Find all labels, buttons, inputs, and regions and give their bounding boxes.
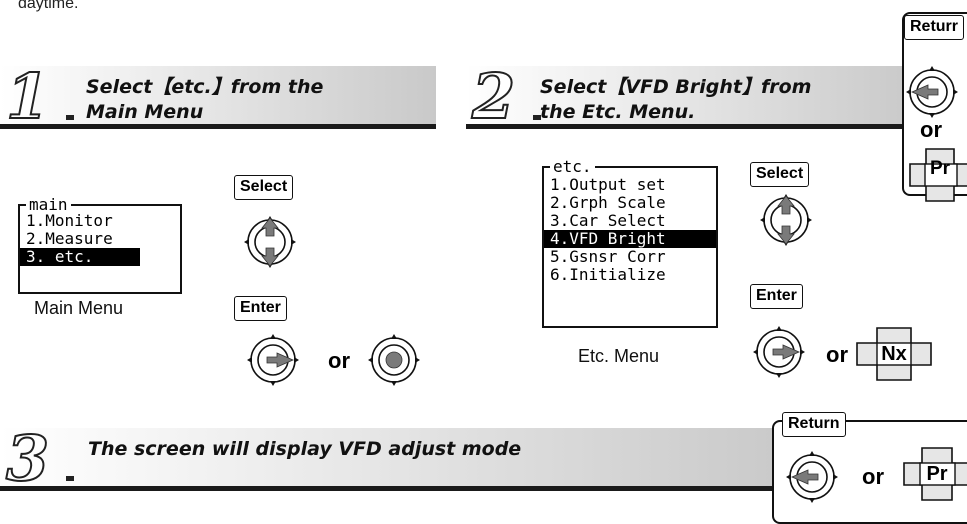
etc-menu-item-gsensor-corr[interactable]: 5.Gsnsr Corr [550, 247, 666, 266]
step2-title: Select【VFD Bright】from the Etc. Menu. [540, 75, 811, 125]
main-menu-lcd: main 1.Monitor 2.Measure 3. etc. [18, 196, 182, 294]
cross-prev-icon [903, 447, 967, 501]
main-menu-caption: Main Menu [34, 298, 124, 318]
step1-number: 1 [5, 60, 50, 133]
cross-prev-icon [909, 148, 967, 202]
step2-number: 2 [471, 60, 516, 133]
dial-press-icon [368, 334, 420, 386]
prev-key-top-label: Pr [929, 158, 951, 179]
return-key-top: Returr [904, 15, 965, 40]
prev-key-bottom-label: Pr [926, 462, 948, 485]
step2-title-line1: Select【VFD Bright】from [540, 76, 812, 98]
etc-menu-item-graph-scale[interactable]: 2.Grph Scale [550, 193, 666, 212]
enter-key-step2: Enter [750, 284, 803, 309]
main-menu-item-measure[interactable]: 2.Measure [26, 229, 113, 248]
enter-key-step1: Enter [234, 296, 287, 321]
or-text-step2: or [826, 342, 848, 367]
step3-title: The screen will display VFD adjust mode [88, 438, 522, 460]
dial-up-down-icon [244, 216, 296, 268]
dial-up-down-icon [760, 194, 812, 246]
main-menu-item-etc[interactable]: 3. etc. [20, 248, 140, 266]
dial-right-icon [247, 334, 299, 386]
or-text-step3: or [862, 464, 884, 489]
step2-title-line2: the Etc. Menu. [540, 101, 696, 123]
dial-right-icon [753, 326, 805, 378]
step3-number: 3 [5, 422, 50, 495]
step3-band [0, 428, 790, 491]
or-text-top: or [920, 117, 942, 142]
etc-menu-item-vfd-bright[interactable]: 4.VFD Bright [544, 230, 716, 248]
step1-title-line1: Select【etc.】from the [86, 76, 324, 98]
select-key-step1: Select [234, 175, 294, 200]
main-menu-header: main [26, 196, 71, 214]
or-text-step1: or [328, 348, 350, 373]
etc-menu-header: etc. [550, 158, 595, 176]
next-key-label: Nx [881, 342, 907, 365]
main-menu-item-monitor[interactable]: 1.Monitor [26, 211, 113, 230]
etc-menu-item-output-set[interactable]: 1.Output set [550, 175, 666, 194]
step1-dash [66, 115, 74, 120]
return-key-bottom: Return [782, 412, 846, 437]
header-fragment: daytime. [18, 0, 79, 12]
select-key-step2: Select [750, 162, 810, 187]
step1-title: Select【etc.】from the Main Menu [86, 75, 323, 125]
dial-left-icon [786, 451, 838, 503]
step3-dash [66, 476, 74, 481]
step2-dash [533, 115, 541, 120]
etc-menu-lcd: etc. 1.Output set 2.Grph Scale 3.Car Sel… [542, 158, 718, 328]
cross-next-icon [856, 327, 932, 381]
step2-band [466, 66, 916, 129]
etc-menu-item-initialize[interactable]: 6.Initialize [550, 265, 666, 284]
etc-menu-caption: Etc. Menu [578, 346, 660, 366]
step1-title-line2: Main Menu [86, 101, 204, 123]
dial-left-icon [906, 66, 958, 118]
etc-menu-item-car-select[interactable]: 3.Car Select [542, 212, 718, 230]
